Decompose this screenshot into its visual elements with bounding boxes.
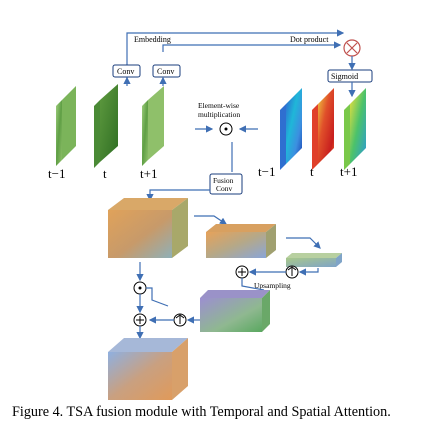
fusion-label-line2: Conv: [216, 184, 233, 193]
fused-feature-cube: [108, 198, 188, 258]
skip-line: [146, 287, 169, 307]
frame-right-t: t: [310, 164, 314, 179]
feature-map-t: [94, 84, 118, 168]
upsampling-label: Upsampling: [254, 281, 291, 290]
output-feature-cube: [108, 338, 188, 400]
upsample-arrow: [298, 268, 319, 276]
frame-right-t-minus-1: t−1: [258, 164, 275, 179]
attention-map-t-minus-1: [280, 88, 302, 170]
embedding-arrow-line: [126, 29, 345, 78]
conv-b-label: Conv: [157, 67, 174, 76]
pyramid-merged-cube: [200, 290, 270, 332]
upsample-circle-icon-2: [173, 313, 187, 327]
frame-right-t-plus-1: t+1: [340, 164, 357, 179]
feature-map-t-plus-1: [142, 86, 164, 166]
plus-down-line: [241, 278, 265, 291]
fusion-label-line1: Fusion: [213, 176, 234, 185]
down-arrow-1: [194, 215, 227, 225]
elementwise-label-line1: Element-wise: [198, 101, 240, 110]
attention-map-t-plus-1: [344, 88, 366, 170]
feature-map-t-minus-1: [56, 86, 76, 166]
conv-a-label: Conv: [117, 67, 134, 76]
plus-circle-icon: [235, 265, 249, 279]
sigmoid-box: Sigmoid: [327, 69, 373, 83]
elementwise-label-line2: multiplication: [198, 110, 240, 119]
embedding-label: Embedding: [134, 35, 171, 44]
frame-left-t: t: [103, 166, 107, 181]
attention-map-t: [312, 88, 334, 170]
tsa-fusion-diagram: Embedding Dot product Conv Conv Sigmoid …: [48, 29, 373, 400]
fusion-out-arrow: [146, 189, 210, 202]
frame-left-t-minus-1: t−1: [48, 166, 65, 181]
figure-caption: Figure 4. TSA fusion module with Tempora…: [12, 404, 391, 420]
multiply-dot-circle-icon: [133, 281, 147, 295]
pyramid-cube-3: [286, 253, 342, 267]
dot-product-arrow-line: [162, 41, 342, 52]
frame-left-t-plus-1: t+1: [140, 166, 157, 181]
fusion-conv-box: Fusion Conv: [209, 173, 243, 195]
elementwise-circle-icon: [219, 122, 233, 136]
conv-box-b: Conv: [152, 64, 181, 78]
multiply-circle-icon: [343, 39, 361, 57]
conv-box-a: Conv: [112, 64, 141, 78]
plus-circle-icon-2: [133, 313, 147, 327]
pyramid-cube-2: [206, 224, 276, 258]
down-arrow-2: [286, 237, 321, 249]
dot-product-label: Dot product: [290, 35, 329, 44]
upsample-circle-icon: [285, 265, 299, 279]
sigmoid-label: Sigmoid: [331, 72, 358, 81]
